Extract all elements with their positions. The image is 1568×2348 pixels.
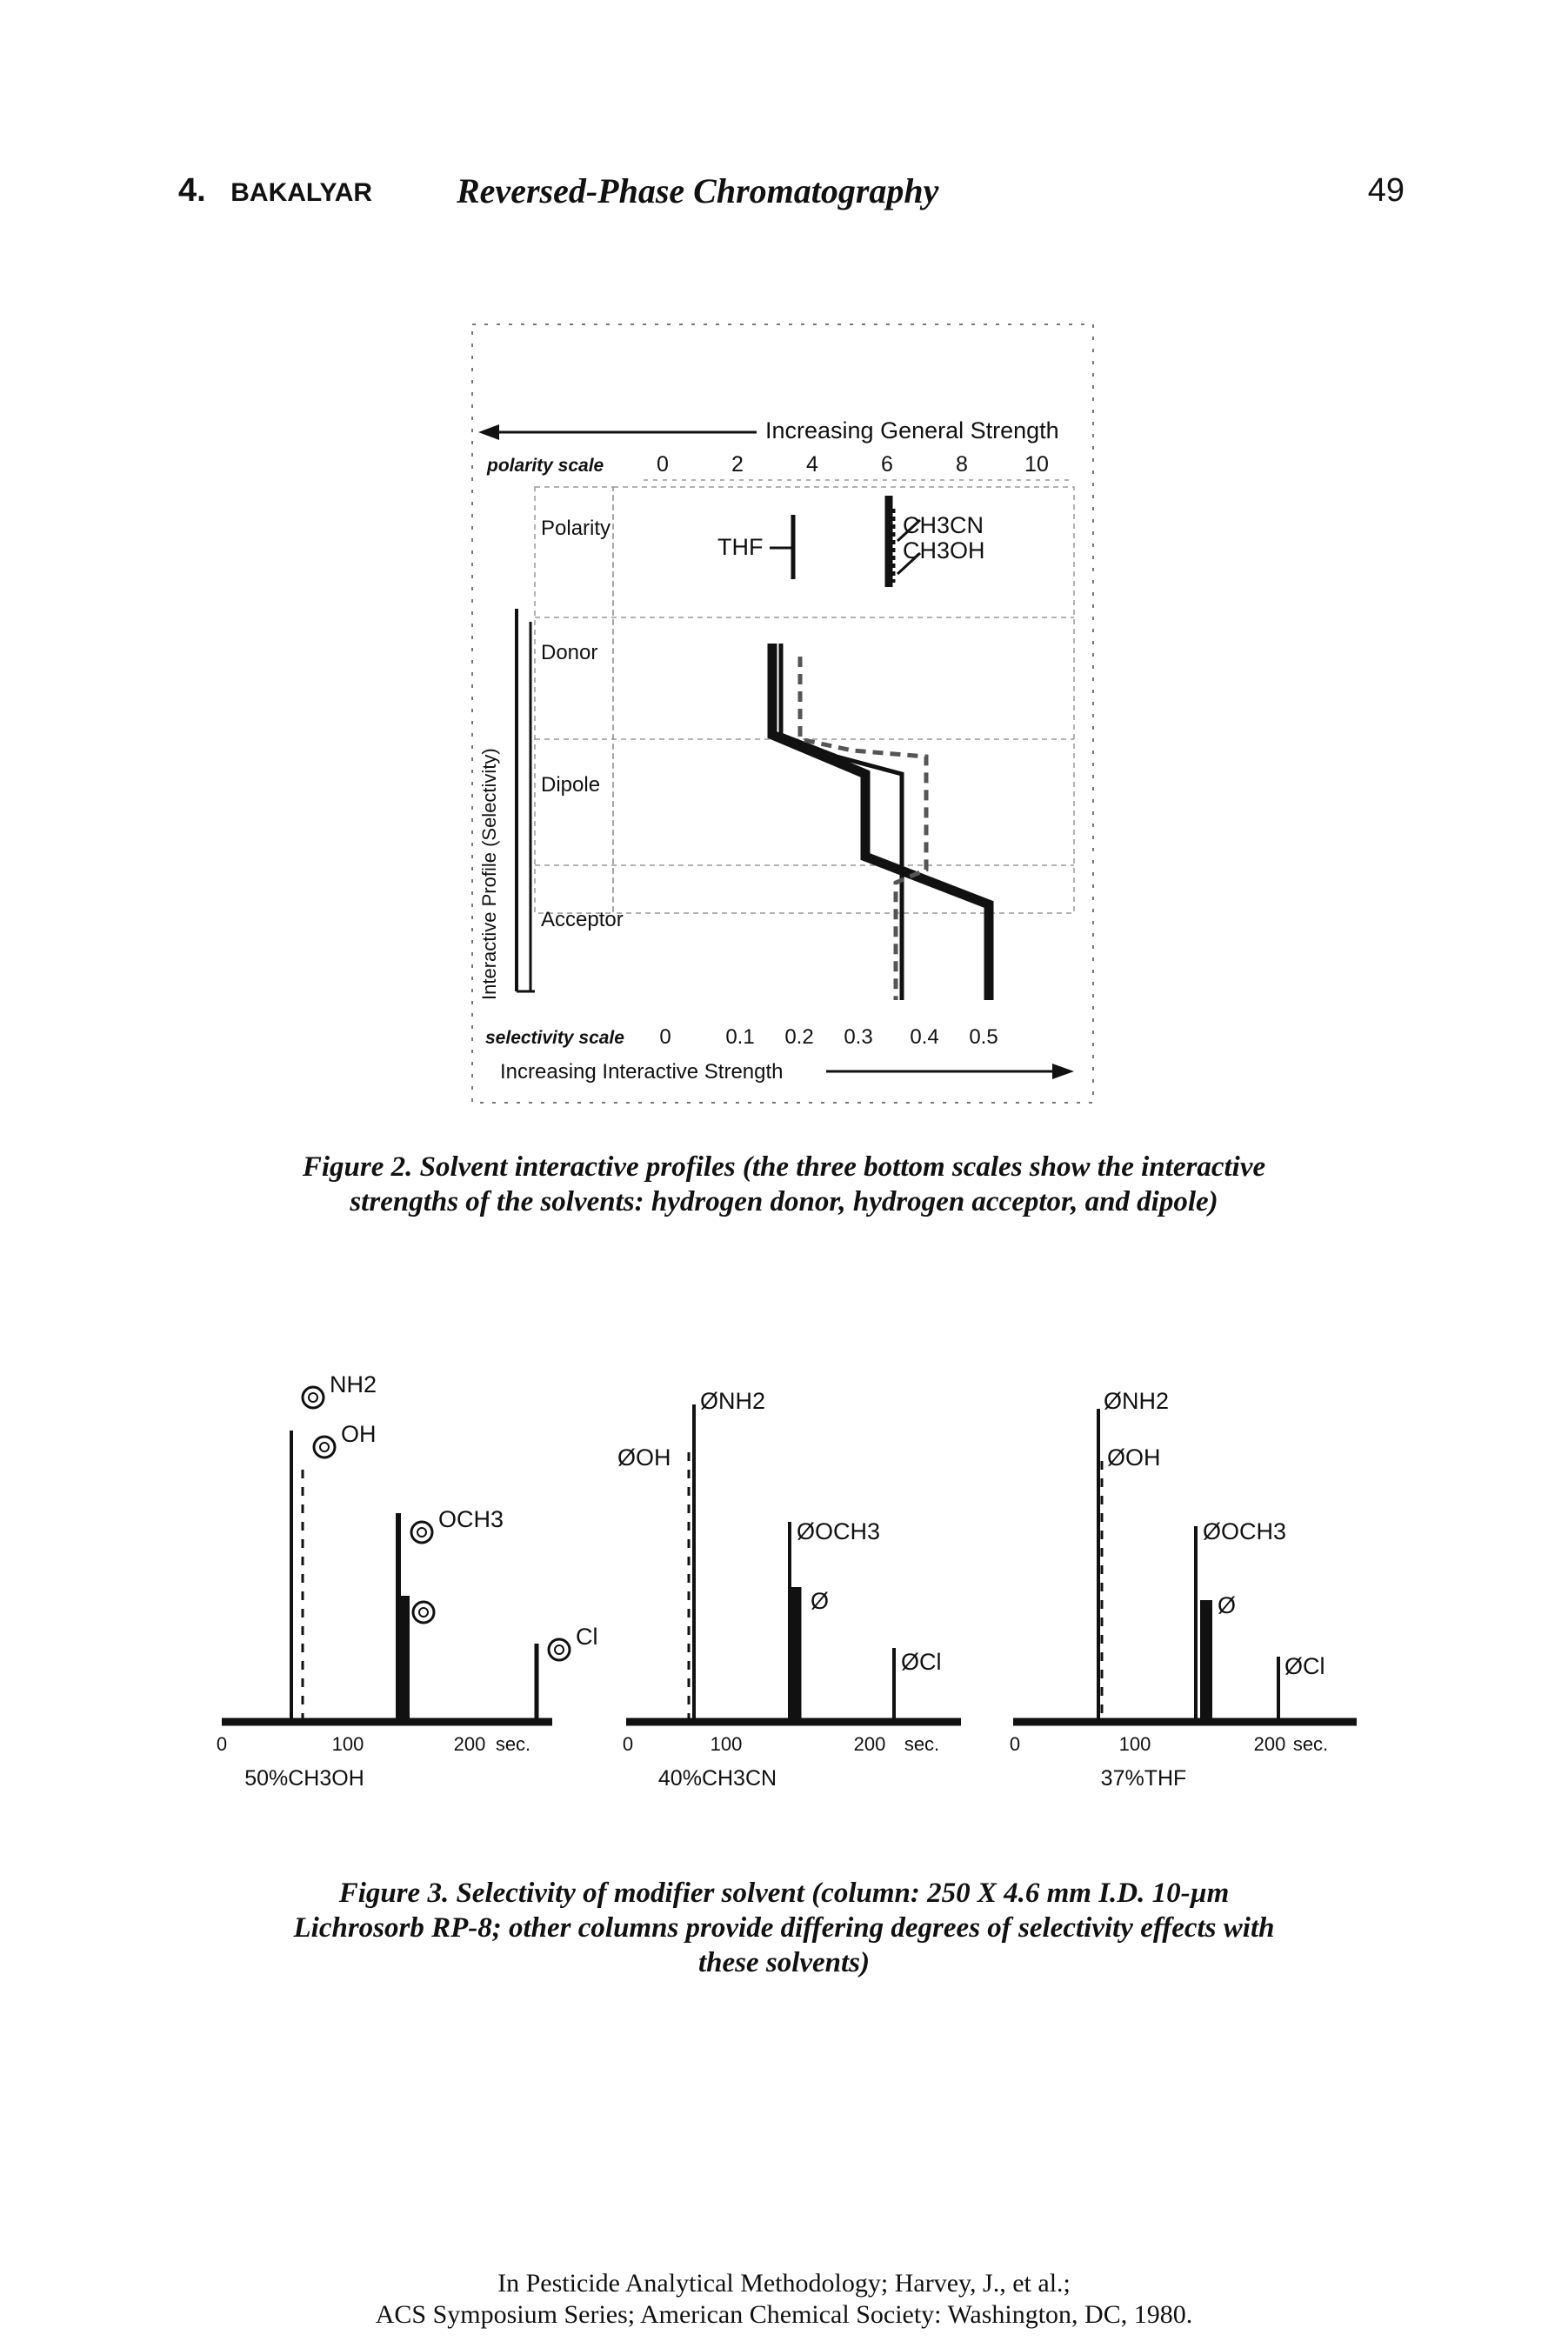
time-tick-label: sec. bbox=[1293, 1733, 1328, 1755]
polarity-tick-label: 4 bbox=[806, 452, 818, 477]
time-tick-label: 0 bbox=[623, 1733, 633, 1755]
time-tick-label: 100 bbox=[332, 1733, 364, 1755]
time-tick-label: sec. bbox=[496, 1733, 530, 1755]
polarity-tick-label: 8 bbox=[956, 452, 968, 477]
polarity-scale-ticks: 0 2 4 6 8 10 bbox=[657, 452, 1049, 477]
benzene-ring-inner bbox=[308, 1392, 318, 1403]
chapter-number: 4. bbox=[178, 172, 206, 209]
page-number: 49 bbox=[1367, 172, 1405, 209]
peak-label: ØNH2 bbox=[700, 1388, 765, 1414]
thf-polarity-marker: THF bbox=[717, 515, 796, 579]
time-tick-label: 0 bbox=[217, 1733, 227, 1755]
solvent-label: 50%CH3OH bbox=[244, 1766, 364, 1791]
peak-label: Ø bbox=[1218, 1592, 1236, 1618]
figure-2: Increasing General Strength polarity sca… bbox=[471, 324, 1094, 1104]
selectivity-tick-label: 0.2 bbox=[784, 1025, 813, 1049]
thf-label: THF bbox=[717, 534, 763, 560]
selectivity-tick-label: 0.3 bbox=[844, 1025, 872, 1049]
peak-label: ØOCH3 bbox=[1203, 1518, 1286, 1544]
figure-3-caption: Figure 3. Selectivity of modifier solven… bbox=[293, 1878, 1275, 1978]
benzene-ring-inner bbox=[417, 1527, 427, 1538]
peak-label: ØOH bbox=[1107, 1444, 1161, 1471]
peak-label: OCH3 bbox=[438, 1506, 504, 1532]
figure-2-caption: Figure 2. Solvent interactive profiles (… bbox=[302, 1151, 1266, 1217]
ch3cn-label: CH3CN bbox=[903, 512, 984, 538]
benzene-ring-inner bbox=[319, 1442, 330, 1452]
interactive-strength-label: Increasing Interactive Strength bbox=[500, 1060, 784, 1084]
polarity-tick-label: 2 bbox=[731, 452, 744, 477]
profile-grid bbox=[534, 486, 1075, 914]
selectivity-tick-label: 0 bbox=[659, 1025, 671, 1049]
row-label-dipole: Dipole bbox=[541, 773, 600, 797]
peak-label: ØCl bbox=[1284, 1653, 1325, 1679]
peak-label: ØNH2 bbox=[1104, 1388, 1169, 1414]
profile-line-ch3cn bbox=[778, 644, 904, 1000]
solvent-label: 37%THF bbox=[1101, 1766, 1187, 1791]
polarity-tick-label: 6 bbox=[881, 452, 893, 477]
row-label-acceptor: Acceptor bbox=[541, 908, 624, 931]
time-tick-label: 200 bbox=[1254, 1733, 1286, 1755]
citation-line-1: In Pesticide Analytical Methodology; Har… bbox=[497, 2269, 1071, 2298]
row-label-donor: Donor bbox=[541, 641, 597, 664]
time-tick-label: 100 bbox=[711, 1733, 743, 1755]
profile-line-ch3oh bbox=[767, 644, 994, 1000]
author-name: BAKALYAR bbox=[230, 178, 373, 207]
general-strength-arrow bbox=[478, 424, 757, 440]
polarity-tick-label: 0 bbox=[657, 452, 669, 477]
benzene-ring-icon bbox=[301, 1385, 325, 1410]
general-strength-label: Increasing General Strength bbox=[765, 417, 1059, 444]
peak-label: ØCl bbox=[901, 1649, 942, 1675]
benzene-ring-icon bbox=[312, 1435, 337, 1459]
polarity-tick-label: 10 bbox=[1024, 452, 1049, 477]
peak-label: Ø bbox=[811, 1588, 829, 1614]
time-tick-label: 100 bbox=[1119, 1733, 1151, 1755]
running-title: Reversed-Phase Chromatography bbox=[457, 171, 939, 210]
time-tick-label: sec. bbox=[904, 1733, 939, 1755]
time-tick-label: 200 bbox=[854, 1733, 886, 1755]
selectivity-tick-label: 0.5 bbox=[969, 1025, 998, 1049]
time-tick-label: 200 bbox=[454, 1733, 486, 1755]
benzene-ring-icon bbox=[410, 1520, 434, 1544]
vertical-axis-label: Interactive Profile (Selectivity) bbox=[478, 748, 500, 1000]
selectivity-scale-label: selectivity scale bbox=[485, 1028, 624, 1048]
benzene-ring-inner bbox=[554, 1644, 564, 1655]
interactive-strength-arrow bbox=[826, 1064, 1074, 1079]
profile-line-thf bbox=[797, 657, 929, 1000]
benzene-ring-inner bbox=[418, 1607, 429, 1618]
ch3oh-label: CH3OH bbox=[903, 537, 985, 564]
selectivity-tick-label: 0.1 bbox=[725, 1025, 754, 1049]
peak-label: NH2 bbox=[330, 1371, 377, 1397]
peak-label: OH bbox=[341, 1421, 377, 1447]
ch3cn-ch3oh-polarity-marker: CH3CN CH3OH bbox=[884, 496, 985, 587]
peak-label: ØOCH3 bbox=[797, 1518, 880, 1544]
peak-label: Cl bbox=[576, 1624, 598, 1650]
time-tick-label: 0 bbox=[1010, 1733, 1020, 1755]
citation-footer: In Pesticide Analytical Methodology; Har… bbox=[217, 2268, 1351, 2331]
benzene-ring-icon bbox=[411, 1600, 436, 1624]
row-label-polarity: Polarity bbox=[541, 517, 611, 540]
citation-line-2: ACS Symposium Series; American Chemical … bbox=[375, 2300, 1193, 2329]
selectivity-tick-label: 0.4 bbox=[910, 1025, 938, 1049]
polarity-scale-label: polarity scale bbox=[486, 456, 604, 476]
selectivity-scale-ticks: 0 0.1 0.2 0.3 0.4 0.5 bbox=[659, 1025, 998, 1049]
benzene-ring-icon bbox=[547, 1638, 571, 1662]
peak-label: ØOH bbox=[617, 1444, 671, 1471]
solvent-label: 40%CH3CN bbox=[658, 1766, 777, 1791]
